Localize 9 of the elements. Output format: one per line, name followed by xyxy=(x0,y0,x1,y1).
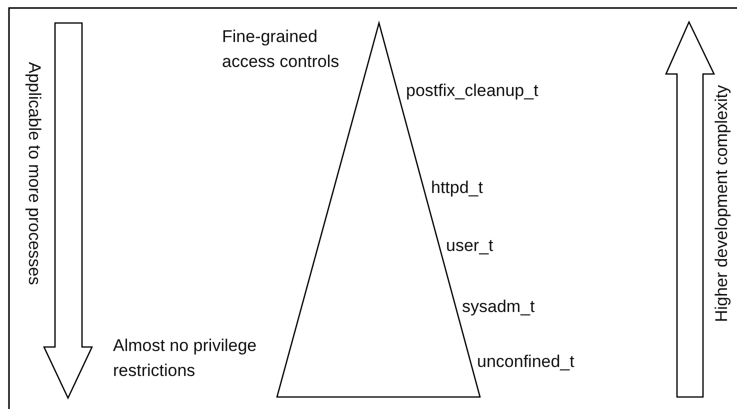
arrow-label: Applicable to more processes xyxy=(24,62,44,286)
type-label: httpd_t xyxy=(431,177,483,199)
type-label: unconfined_t xyxy=(477,351,574,373)
type-label: user_t xyxy=(446,235,494,257)
type-label: sysadm_t xyxy=(462,296,535,318)
apex-label: Fine-grained access controls xyxy=(222,26,340,73)
base-label: Almost no privilege restrictions xyxy=(113,335,258,382)
type-label: postfix_cleanup_t xyxy=(406,80,538,102)
arrow-label: Higher development complexity xyxy=(712,85,732,322)
